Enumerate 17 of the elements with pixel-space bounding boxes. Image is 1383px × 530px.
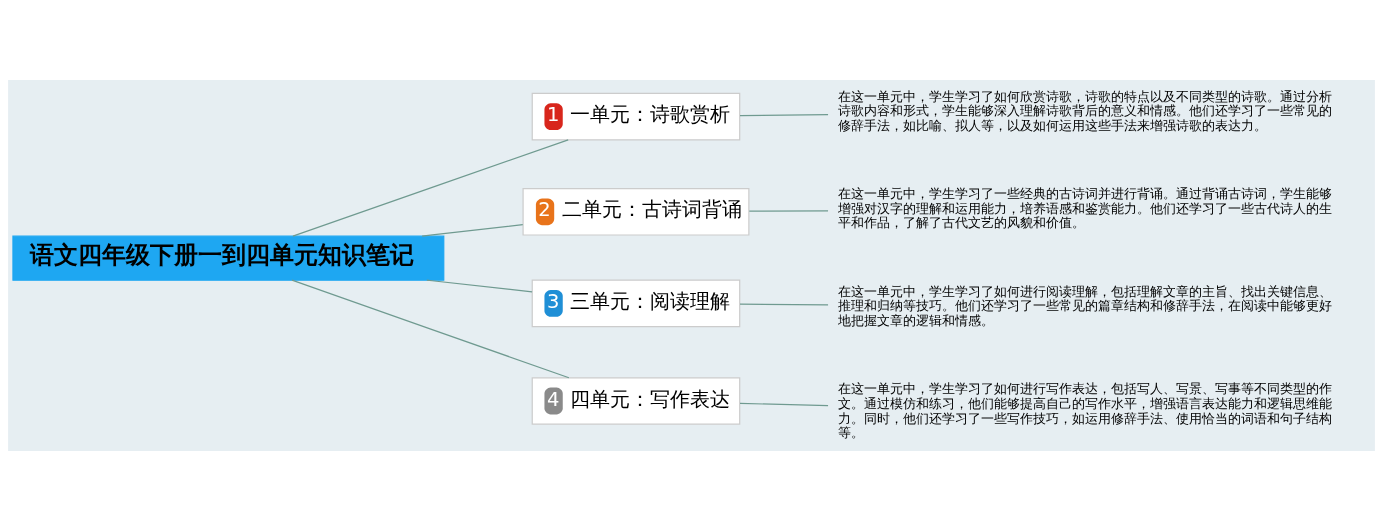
node-box: 2 二单元：古诗词背诵 <box>522 187 750 236</box>
connector <box>292 138 569 237</box>
connector <box>739 402 829 406</box>
node-text: 在这一单元中，学生学习了如何进行写作表达，包括写人、写景、写事等不同类型的作文。通过模仿和练习，他们能够提高自己的写作水平，增强语言表达能力和逻辑思维能力。同时，他们还学习了一些写作技巧，如运用修辞手法、使用恰当的词语和句子结构等。 <box>837 380 1332 440</box>
connector <box>291 279 570 378</box>
connector <box>421 223 524 237</box>
connector <box>739 113 829 116</box>
node-box: 4 四单元：写作表达 <box>531 376 741 425</box>
connector <box>426 279 533 292</box>
node-text: 在这一单元中，学生学习了如何进行阅读理解，包括理解文章的主旨、找出关键信息、推理和归纳等技巧。他们还学习了一些常见的篇章结构和修辞手法，在阅读中能够更好地把握文章的逻辑和情感。 <box>837 283 1332 328</box>
connector <box>748 209 829 212</box>
node-box: 语文四年级下册一到四单元知识笔记 <box>12 235 445 281</box>
node-box: 1 一单元：诗歌赏析 <box>531 92 741 140</box>
node-text: 在这一单元中，学生学习了如何欣赏诗歌，诗歌的特点以及不同类型的诗歌。通过分析诗歌内容和形式，学生能够深入理解诗歌背后的意义和情感。他们还学习了一些常见的修辞手法，如比喻、拟人等，以及如何运用这些手法来增强诗歌的表达力。 <box>837 88 1332 133</box>
node-box: 3 三单元：阅读理解 <box>531 279 741 327</box>
connector <box>739 303 829 305</box>
node-text: 在这一单元中，学生学习了一些经典的古诗词并进行背诵。通过背诵古诗词，学生能够增强对汉字的理解和运用能力，培养语感和鉴赏能力。他们还学习了一些古代诗人的生平和作品，了解了古代文艺的风貌和价值。 <box>837 185 1332 230</box>
